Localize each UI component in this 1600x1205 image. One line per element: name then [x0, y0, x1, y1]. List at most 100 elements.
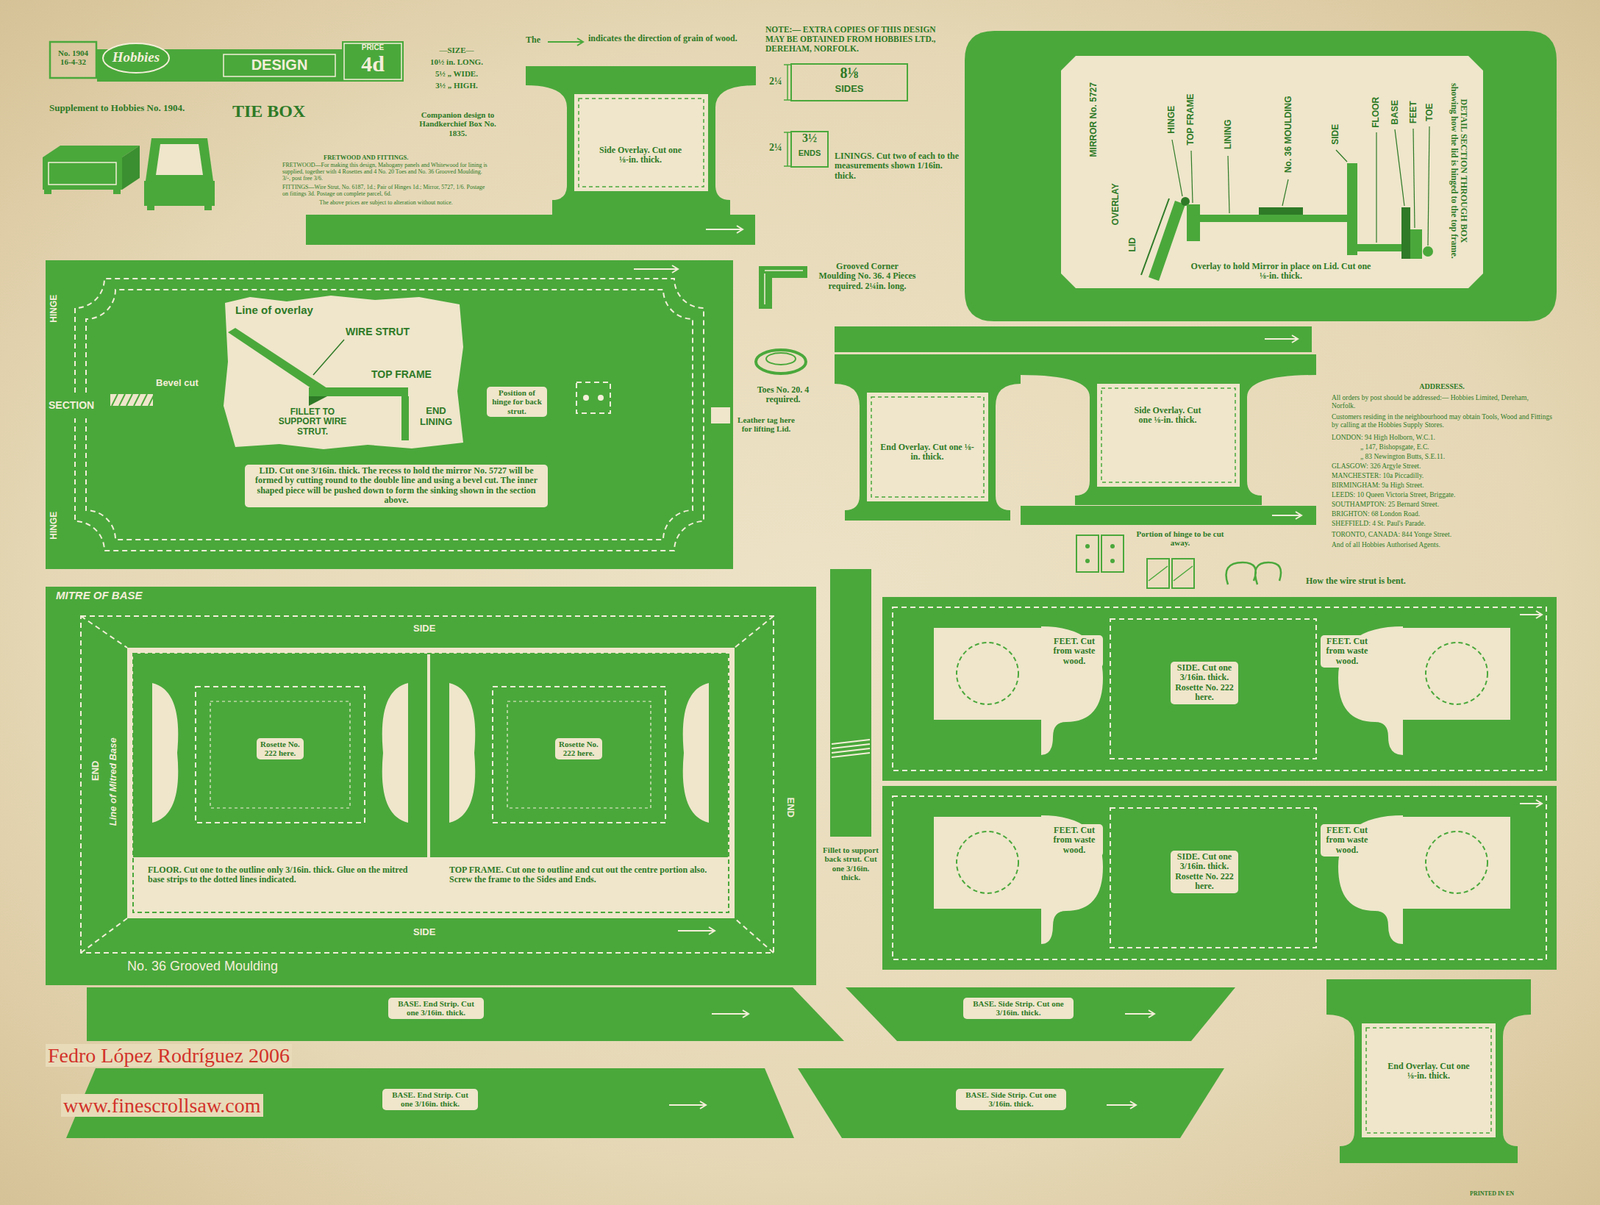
pattern-piece: End Overlay. Cut one ⅛-in. thick. [1326, 979, 1531, 1164]
decor-line [763, 273, 766, 305]
note-text: „ 83 Newington Butts, S.E.11. [1360, 452, 1445, 462]
decor-rect [401, 396, 409, 441]
decor-rect [133, 653, 729, 913]
decor-ellipse [766, 352, 796, 365]
piece-outline [1020, 354, 1317, 506]
piece-text: FLOOR [1371, 96, 1381, 128]
piece-text: BASE. Side Strip. Cut one 3/16in. thick. [955, 1088, 1067, 1111]
piece-text: TOP FRAME [371, 369, 432, 381]
decor-rect [1258, 207, 1303, 215]
decor-line [111, 394, 118, 406]
piece-text: BASE. Side Strip. Cut one 3/16in. thick. [963, 997, 1074, 1020]
decor-line [1413, 128, 1415, 228]
decor-rect [892, 796, 1547, 960]
decor-path [525, 66, 756, 216]
decor-line [119, 394, 125, 406]
decor-line [783, 99, 792, 101]
decor-rect [882, 597, 1557, 781]
decor-rect [42, 157, 123, 190]
decor-path [677, 927, 715, 935]
decor-rect [147, 205, 155, 211]
decor-rect [1347, 163, 1358, 256]
piece-text: TOP FRAME. Cut one to outline and cut ou… [449, 865, 729, 886]
design-title: TIE BOX [232, 101, 306, 122]
decor-line [133, 394, 140, 406]
base-strip: BASE. End Strip. Cut one 3/16in. thick. [86, 987, 845, 1042]
note-text: FITTINGS—Wire Strut, No. 6187, 1d.; Pair… [282, 184, 489, 198]
decor-path [758, 266, 808, 309]
decor-polygon [122, 145, 140, 190]
decor-rect [1361, 1023, 1496, 1138]
note-text: PRINTED IN EN [1469, 1191, 1514, 1198]
decor-rect [113, 189, 121, 195]
decor-line [1191, 150, 1193, 203]
piece-text: 4d [341, 51, 404, 77]
decor-circle [1110, 558, 1115, 564]
decor-path [633, 265, 678, 273]
piece-text: Rosette No. 222 here. [555, 738, 603, 760]
piece-text: ENDS [790, 148, 829, 158]
note-text: „ 147, Bishopsgate, E.C. [1360, 443, 1430, 452]
note-text: Toes No. 20. 4 required. [750, 385, 817, 406]
note-text: BIRMINGHAM: 9a High Street. [1331, 481, 1425, 490]
decor-rect [1020, 505, 1317, 525]
decor-circle [1110, 544, 1115, 549]
decor-rect [892, 607, 1547, 771]
decor-rect [48, 162, 117, 185]
piece-text: FLOOR. Cut one to the outline only 3/16i… [147, 865, 413, 886]
note-text: 3½ „ HIGH. [423, 80, 490, 90]
base-strip: BASE. Side Strip. Cut one 3/16in. thick. [845, 987, 1236, 1042]
decor-line [783, 63, 792, 66]
decor-line [764, 269, 803, 272]
decor-rect [127, 647, 735, 919]
decor-path [80, 616, 774, 953]
note-text: Leather tag here for lifting Lid. [736, 415, 796, 434]
section-patch: Line of overlayWIRE STRUTTOP FRAMEFILLET… [220, 295, 464, 450]
piece-text: WIRE STRUT [345, 326, 410, 339]
note-text: 2¼ [769, 141, 783, 154]
decor-rect [933, 816, 1042, 909]
piece-text: HINGE [49, 294, 59, 323]
decor-rect [830, 569, 872, 837]
decor-rect [1200, 214, 1348, 223]
decor-rect [574, 94, 709, 192]
price-box: PRICE4d [341, 41, 404, 82]
piece-text: END [90, 760, 102, 781]
decor-polygon [227, 327, 330, 396]
decor-line [783, 131, 792, 134]
decor-path [1041, 815, 1103, 945]
decor-line [831, 739, 870, 745]
decor-line [148, 394, 155, 406]
note-text: Portion of hinge to be cut away. [1136, 529, 1225, 548]
decor-line [783, 165, 792, 167]
decor-rect [1357, 244, 1402, 252]
note-text: Supplement to Hobbies No. 1904. [49, 102, 185, 114]
piece-text: FEET. Cut from waste wood. [1045, 824, 1103, 857]
decor-circle [956, 642, 1019, 705]
decor-path [1106, 1101, 1137, 1109]
piece-text: BASE. End Strip. Cut one 3/16in. thick. [388, 997, 484, 1020]
piece-text: Bevel cut [155, 377, 199, 389]
top-frame-panel: Rosette No. 222 here. [430, 653, 728, 858]
decor-path [449, 683, 475, 823]
decor-path [86, 289, 693, 540]
piece-text: SIDE [413, 623, 436, 635]
note-text: Grooved Corner Moulding No. 36. 4 Pieces… [817, 261, 917, 292]
decor-rect [492, 686, 666, 823]
decor-rect [576, 382, 611, 414]
lining-box: 3½ ENDS [790, 130, 829, 168]
note-text: —SIZE— [423, 45, 490, 55]
note-text: FRETWOOD—For making this design, Mahogan… [282, 162, 489, 183]
piece-text: 3½ [790, 131, 829, 145]
piece-text: Overlay to hold Mirror in place on Lid. … [1185, 261, 1377, 282]
decor-path [711, 1010, 749, 1018]
decor-rect [204, 205, 212, 211]
note-text: The above prices are subject to alterati… [290, 200, 482, 207]
decor-path [1272, 511, 1302, 520]
note-text: The [525, 35, 541, 45]
piece-text: SIDE [413, 927, 436, 939]
piece-text: FEET. Cut from waste wood. [1320, 635, 1374, 668]
decor-polygon [155, 144, 203, 175]
decor-path [1020, 354, 1317, 506]
piece-text: FEET. Cut from waste wood. [1045, 635, 1103, 668]
